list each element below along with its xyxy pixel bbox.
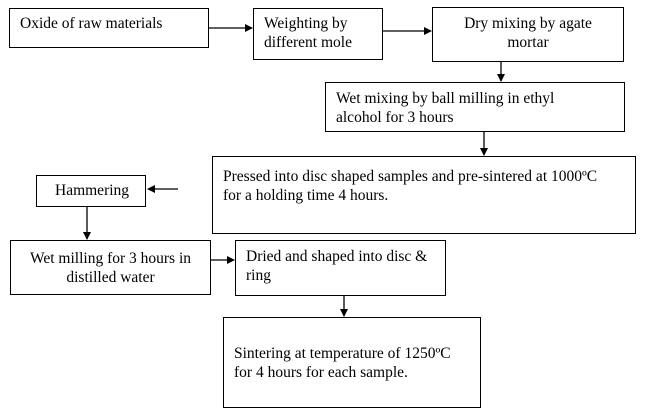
- step-pressed-pre-sintered: Pressed into disc shaped samples and pre…: [212, 156, 636, 234]
- step-wet-milling-distilled-water: Wet milling for 3 hours in distilled wat…: [10, 240, 211, 295]
- step-weighting-line-1: Weighting by: [264, 15, 348, 32]
- step-wet-milling-line-2: distilled water: [66, 269, 155, 286]
- step-sintering-line-1: Sintering at temperature of 1250ºC: [234, 345, 451, 362]
- step-hammering-text: Hammering: [55, 182, 130, 199]
- step-weighting: Weighting by different mole: [253, 8, 383, 60]
- step-pressed-line-1: Pressed into disc shaped samples and pre…: [223, 168, 598, 185]
- step-pressed-line-2: for a holding time 4 hours.: [223, 187, 389, 204]
- step-wet-milling-line-1: Wet milling for 3 hours in: [29, 250, 192, 267]
- step-dry-mixing-line-1: Dry mixing by agate: [464, 15, 592, 32]
- step-sintering-line-2: for 4 hours for each sample.: [234, 364, 408, 381]
- step-hammering: Hammering: [36, 175, 146, 207]
- step-dry-mixing-line-2: mortar: [507, 34, 549, 51]
- step-oxide-raw-materials-text: Oxide of raw materials: [20, 15, 163, 32]
- step-weighting-line-2: different mole: [264, 34, 352, 51]
- step-dry-mixing: Dry mixing by agate mortar: [432, 7, 624, 62]
- step-wet-mixing-ball-milling: Wet mixing by ball milling in ethyl alco…: [325, 82, 625, 132]
- step-sintering: Sintering at temperature of 1250ºC for 4…: [223, 317, 481, 408]
- step-dried-line-1: Dried and shaped into disc &: [246, 248, 428, 265]
- step-oxide-raw-materials: Oxide of raw materials: [9, 8, 209, 48]
- step-wet-mixing-line-2: alcohol for 3 hours: [336, 109, 454, 126]
- step-dried-line-2: ring: [246, 267, 271, 284]
- step-wet-mixing-line-1: Wet mixing by ball milling in ethyl: [336, 90, 555, 107]
- step-dried-shaped: Dried and shaped into disc & ring: [235, 240, 446, 296]
